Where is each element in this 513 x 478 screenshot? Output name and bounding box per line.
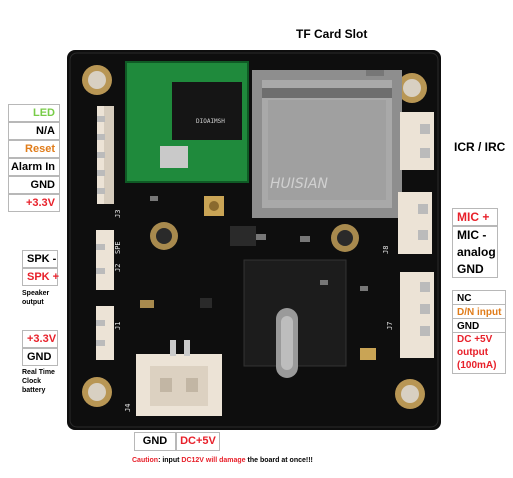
- v33-label: +3.3V: [8, 194, 60, 212]
- connector-j8: [398, 192, 432, 254]
- silk-spe: SPE: [114, 241, 122, 254]
- bottom-dc5v-label: DC+5V: [176, 432, 220, 451]
- rtc-v33-label: +3.3V: [22, 330, 58, 348]
- mounting-hole-top-right: [397, 73, 427, 103]
- silk-j8: J8: [382, 246, 390, 254]
- speaker-output-note: Speaker output: [22, 290, 50, 306]
- caution-note: Caution: input DC12V will damage the boa…: [132, 456, 352, 465]
- mic-plus-label: MIC +: [452, 208, 498, 226]
- mounting-hole-top-left: [82, 65, 112, 95]
- reset-label: Reset: [8, 140, 60, 158]
- spk-minus-label: SPK -: [22, 250, 58, 268]
- tf-card-slot-label: TF Card Slot: [296, 27, 368, 41]
- lens-hole-left: [150, 222, 178, 250]
- mounting-hole-bottom-left: [82, 377, 112, 407]
- connector-j4-power: [136, 340, 222, 416]
- spk-plus-label: SPK +: [22, 268, 59, 286]
- silk-j4: J4: [124, 404, 132, 412]
- caution-prefix: Caution: [132, 457, 159, 464]
- bottom-gnd-label: GND: [134, 432, 176, 451]
- wifi-chip: [172, 82, 242, 140]
- caution-mid: : input: [158, 457, 182, 464]
- silk-j1: J1: [114, 322, 122, 330]
- caution-suffix: the board at once!!!: [245, 457, 313, 464]
- connector-j7: [400, 272, 434, 358]
- dc5v-output-label: DC +5V output (100mA): [452, 332, 506, 374]
- connector-j1: [96, 306, 114, 360]
- chip-marking: DIOAIMSH: [196, 118, 225, 125]
- caution-dc12v: DC12V will damage: [181, 457, 246, 464]
- led-label: LED: [8, 104, 60, 122]
- connector-j2: [96, 230, 114, 290]
- alarm-in-label: Alarm In: [8, 158, 60, 176]
- watermark-text: HUISIAN: [270, 176, 328, 192]
- crystal: [160, 146, 188, 168]
- na-label: N/A: [8, 122, 60, 140]
- silk-j2: J2: [114, 264, 122, 272]
- silk-j3: J3: [114, 210, 122, 218]
- mic-minus-label: MIC - analog GND: [452, 226, 498, 278]
- connector-icr: [400, 112, 434, 170]
- lens-hole-right: [331, 224, 359, 252]
- gnd-label: GND: [8, 176, 60, 194]
- icr-irc-label: ICR / IRC: [454, 140, 506, 154]
- rtc-gnd-label: GND: [22, 348, 58, 366]
- mounting-hole-bottom-right: [395, 379, 425, 409]
- silk-j7: J7: [386, 322, 394, 330]
- connector-j3: [97, 106, 114, 204]
- rtc-battery-note: Real Time Clock battery: [22, 369, 55, 394]
